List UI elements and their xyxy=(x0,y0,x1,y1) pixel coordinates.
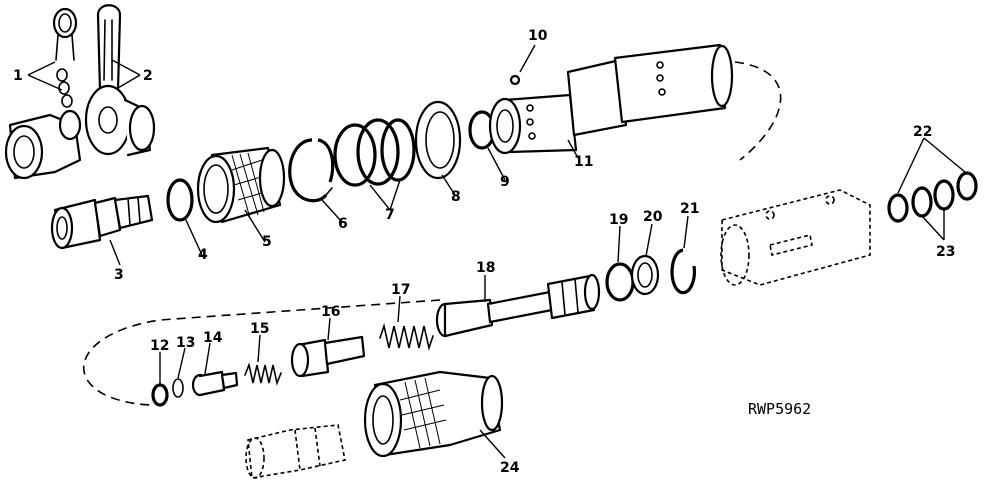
callout-18: 18 xyxy=(476,260,495,276)
callout-22: 22 xyxy=(913,124,932,140)
phantom-coupler-tip xyxy=(245,424,346,479)
callout-3: 3 xyxy=(114,267,124,283)
callout-23: 23 xyxy=(936,244,955,260)
assembly-path-upper xyxy=(734,61,782,161)
part-12-o-ring xyxy=(151,383,169,407)
part-17-spring xyxy=(379,323,434,351)
drawing-code: RWP5962 xyxy=(748,400,811,418)
callout-7: 7 xyxy=(385,207,395,223)
part-6-retaining-ring xyxy=(288,138,335,203)
part-11-coupler-body xyxy=(488,43,734,155)
callout-2: 2 xyxy=(143,68,153,84)
part-2-strap xyxy=(84,4,156,157)
part-10-ball xyxy=(509,74,521,86)
callout-19: 19 xyxy=(609,212,628,228)
callout-6: 6 xyxy=(338,216,348,232)
part-8-washer xyxy=(414,100,462,180)
part-21-snap-ring xyxy=(670,248,696,295)
part-5-knurled-sleeve xyxy=(196,146,286,224)
part-14-poppet xyxy=(191,370,239,397)
callout-14: 14 xyxy=(203,330,223,346)
callout-17: 17 xyxy=(391,282,410,298)
callout-1: 1 xyxy=(13,68,23,84)
part-4-o-ring xyxy=(166,178,194,222)
callout-labels: 1 2 3 4 5 6 7 8 9 10 11 12 13 14 15 16 1… xyxy=(13,28,955,476)
part-22-rings xyxy=(887,171,978,223)
part-1-dust-cap xyxy=(4,7,82,180)
callout-13: 13 xyxy=(176,335,195,351)
callout-15: 15 xyxy=(250,321,269,337)
part-7-spring-rings xyxy=(333,118,416,187)
valve-block-outline xyxy=(720,189,871,286)
part-19-o-ring xyxy=(605,262,635,302)
part-23-rings xyxy=(911,179,955,218)
part-16-valve-sleeve xyxy=(290,335,366,378)
callout-16: 16 xyxy=(321,304,340,320)
part-13-backup-ring xyxy=(172,378,184,398)
callout-10: 10 xyxy=(528,28,548,44)
callout-11: 11 xyxy=(574,154,593,170)
callout-9: 9 xyxy=(500,174,510,190)
assembly-path-lower xyxy=(82,299,441,406)
part-20-backup-ring xyxy=(630,254,660,296)
callout-4: 4 xyxy=(198,247,208,263)
callout-20: 20 xyxy=(643,209,663,225)
part-18-valve xyxy=(435,273,601,338)
callout-21: 21 xyxy=(680,201,699,217)
part-3-coupler-tip xyxy=(50,194,154,250)
callout-24: 24 xyxy=(500,460,520,476)
leader-lines xyxy=(27,44,966,459)
part-15-spring xyxy=(244,362,282,386)
part-24-coupler-assembly xyxy=(363,370,504,458)
callout-5: 5 xyxy=(262,234,272,250)
callout-12: 12 xyxy=(150,338,169,354)
callout-8: 8 xyxy=(451,189,461,205)
